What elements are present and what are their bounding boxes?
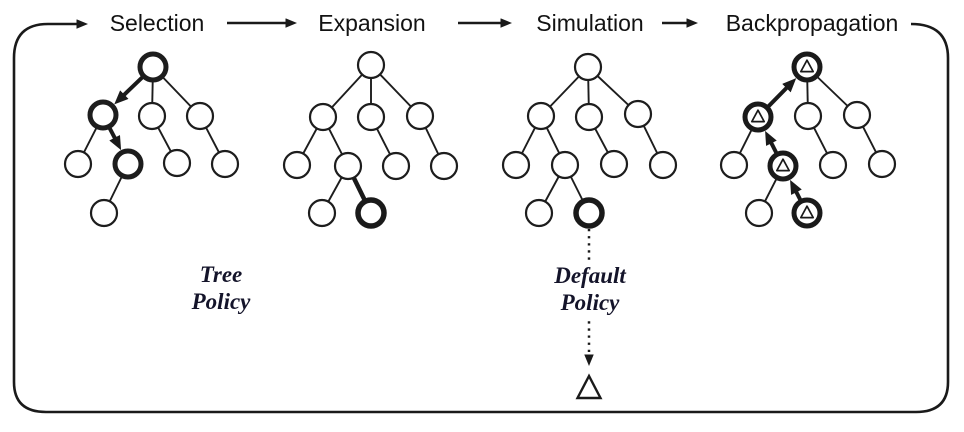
rollout-start-node [573,197,605,229]
backprop-arrow-icon [767,78,797,108]
tree-node [744,198,774,228]
default-policy-label: Default Policy [547,261,633,317]
backpropagation-tree [719,51,897,229]
tree-node [333,151,363,181]
tree-node [356,50,386,80]
tree-node [867,149,897,179]
tree-node [381,151,411,181]
tree-edges [77,66,226,214]
tree-node [162,148,192,178]
terminal-state-triangle-icon [575,373,603,400]
tree-node [524,198,554,228]
tree-node [89,198,119,228]
tree-node [356,102,386,132]
tree-edges [515,66,664,214]
selection-tree [63,51,240,228]
reward-triangle-icon [799,59,815,73]
updated-node [767,150,799,182]
phase-label-backpropagation: Backpropagation [725,10,899,36]
default-policy-line1: Default [554,263,626,288]
tree-node [282,150,312,180]
selected-node [112,148,144,180]
backprop-arrow-icon [765,130,778,154]
tree-policy-line2: Policy [191,289,251,314]
selection-step-arrow-icon [114,75,144,105]
tree-node [429,151,459,181]
tree-node [307,198,337,228]
tree-node [501,150,531,180]
expansion-tree [282,50,459,229]
tree-node [63,149,93,179]
reward-triangle-icon [775,158,791,172]
phase-label-simulation: Simulation [536,10,644,36]
tree-node [573,52,603,82]
tree-node [648,150,678,180]
tree-node [599,149,629,179]
tree-node [793,101,823,131]
tree-node [405,101,435,131]
backprop-arrow-icon [790,179,802,201]
tree-node [137,101,167,131]
tree-policy-line1: Tree [199,262,243,287]
selected-node [87,99,119,131]
default-policy-line2: Policy [560,290,620,315]
tree-node [210,149,240,179]
reward-triangle-icon [750,109,766,123]
tree-policy-label: Tree Policy [192,261,251,315]
tree-node [818,150,848,180]
updated-node [742,101,774,133]
tree-node [623,99,653,129]
tree-edges [296,64,445,214]
simulation-tree [501,52,678,400]
tree-node [574,102,604,132]
tree-node [719,150,749,180]
phase-label-selection: Selection [109,10,205,36]
reward-triangle-icon [799,205,815,219]
selected-node [137,51,169,83]
tree-node [550,150,580,180]
tree-node [842,100,872,130]
tree-edges [733,66,883,214]
loop-border-arrow [12,19,950,414]
updated-node [791,197,823,229]
tree-node [185,101,215,131]
tree-node [526,101,556,131]
tree-node [308,102,338,132]
expanded-node [355,197,387,229]
phase-label-expansion: Expansion [318,10,426,36]
updated-node [791,51,823,83]
selection-step-arrow-icon [108,127,122,151]
